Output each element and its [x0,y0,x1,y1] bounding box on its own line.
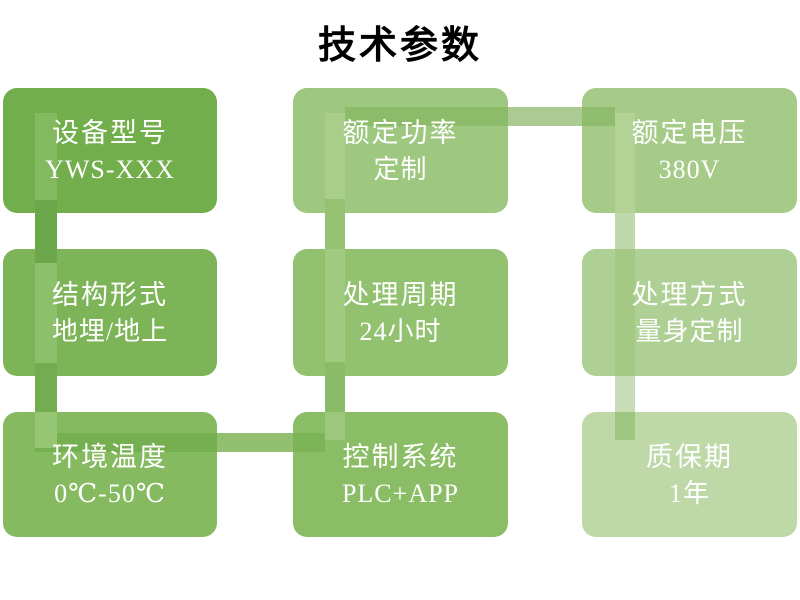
param-value: YWS-XXX [45,154,175,184]
param-label: 控制系统 [342,441,459,472]
param-value: 定制 [373,154,428,184]
connector-segment [615,376,635,412]
param-value: 量身定制 [635,316,744,346]
card-control-system: 控制系统 PLC+APP [293,412,508,537]
param-label: 处理周期 [342,279,459,310]
connector-segment [508,107,582,126]
param-label: 设备型号 [52,117,168,148]
card-treatment-cycle: 处理周期 24小时 [293,249,508,376]
param-label: 环境温度 [52,441,168,472]
page-title: 技术参数 [317,25,482,67]
param-label: 处理方式 [631,279,748,310]
param-label: 额定功率 [342,117,459,148]
card-rated-power: 额定功率 定制 [293,88,508,213]
param-value: PLC+APP [341,478,460,508]
card-device-model: 设备型号 YWS-XXX [3,88,217,213]
param-value: 地埋/地上 [51,316,169,346]
param-value: 1年 [668,478,710,508]
card-ambient-temperature: 环境温度 0℃-50℃ [3,412,217,537]
connector-segment [217,433,293,452]
connector-segment [615,213,635,249]
card-treatment-method: 处理方式 量身定制 [582,249,797,376]
param-value: 0℃-50℃ [54,478,166,508]
card-rated-voltage: 额定电压 380V [582,88,797,213]
param-label: 额定电压 [631,117,748,148]
card-structure-type: 结构形式 地埋/地上 [3,249,217,376]
param-label: 质保期 [646,441,733,472]
param-value: 24小时 [359,316,442,346]
param-value: 380V [658,154,721,184]
param-label: 结构形式 [52,279,168,310]
card-warranty-period: 质保期 1年 [582,412,797,537]
